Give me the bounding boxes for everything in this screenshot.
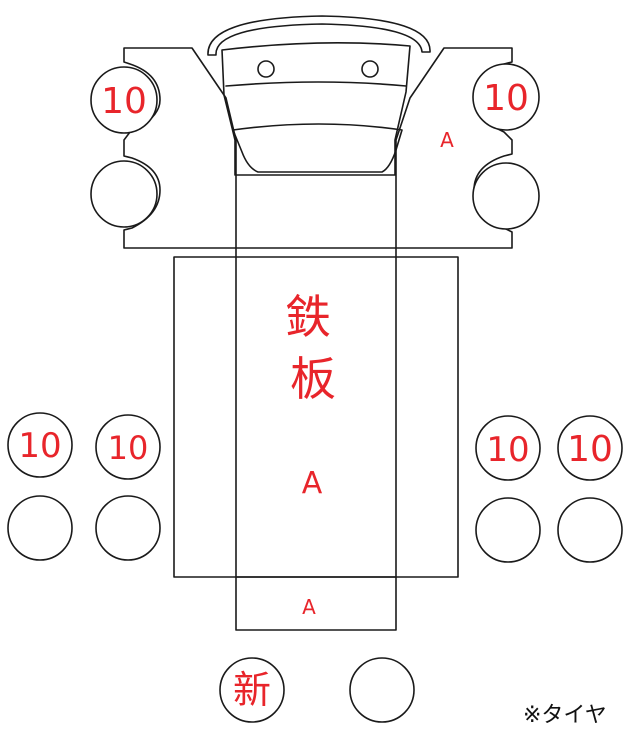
tire-front-left-outer[interactable] <box>90 66 158 134</box>
tire-rear-right-inner-top[interactable] <box>475 415 541 481</box>
cab-wing-left <box>123 47 237 249</box>
label-deck-center: A <box>302 466 323 501</box>
front-tires <box>90 63 540 230</box>
tire-front-right-outer[interactable] <box>472 63 540 131</box>
label-deck-line2: 板 <box>290 352 336 406</box>
tire-rear-left-outer-bottom[interactable] <box>7 495 73 561</box>
headlight-left <box>257 60 275 78</box>
tire-value-labels: 10 10 10 10 10 10 新 <box>18 78 613 712</box>
tire-rear-left-inner-bottom[interactable] <box>95 495 161 561</box>
cab-body <box>221 42 411 176</box>
value-rear-right-inner: 10 <box>486 430 529 470</box>
rear-tires <box>7 412 623 563</box>
grille-line <box>225 81 407 87</box>
tire-footnote: ※タイヤ <box>523 703 607 728</box>
value-rear-left-inner: 10 <box>108 429 149 467</box>
tire-rear-left-outer-top[interactable] <box>7 412 73 478</box>
label-rear-bumper: A <box>302 595 316 619</box>
label-deck-line1: 鉄 <box>285 290 331 344</box>
value-rear-right-outer: 10 <box>567 429 613 470</box>
spare-tires <box>219 657 415 723</box>
tire-spare-second[interactable] <box>349 657 415 723</box>
deck-frame <box>173 247 459 631</box>
value-spare-new: 新 <box>233 668 271 712</box>
tire-front-right-inner[interactable] <box>472 162 540 230</box>
value-rear-left-outer: 10 <box>18 426 61 466</box>
label-cab-right: A <box>440 128 454 152</box>
headlight-right <box>361 60 379 78</box>
tire-rear-right-outer-bottom[interactable] <box>557 497 623 563</box>
tire-rear-right-outer-top[interactable] <box>557 415 623 481</box>
value-front-right-outer: 10 <box>483 78 529 119</box>
tire-spare-new[interactable] <box>219 657 285 723</box>
tire-front-left-inner[interactable] <box>90 160 158 228</box>
windshield <box>232 123 403 173</box>
value-front-left-outer: 10 <box>101 81 147 122</box>
tire-rear-left-inner-top[interactable] <box>95 414 161 480</box>
tire-rear-right-inner-bottom[interactable] <box>475 497 541 563</box>
chassis-spine <box>235 247 397 631</box>
front-bumper-arc <box>207 15 431 56</box>
panel-labels: A 鉄 板 A A <box>285 128 454 619</box>
